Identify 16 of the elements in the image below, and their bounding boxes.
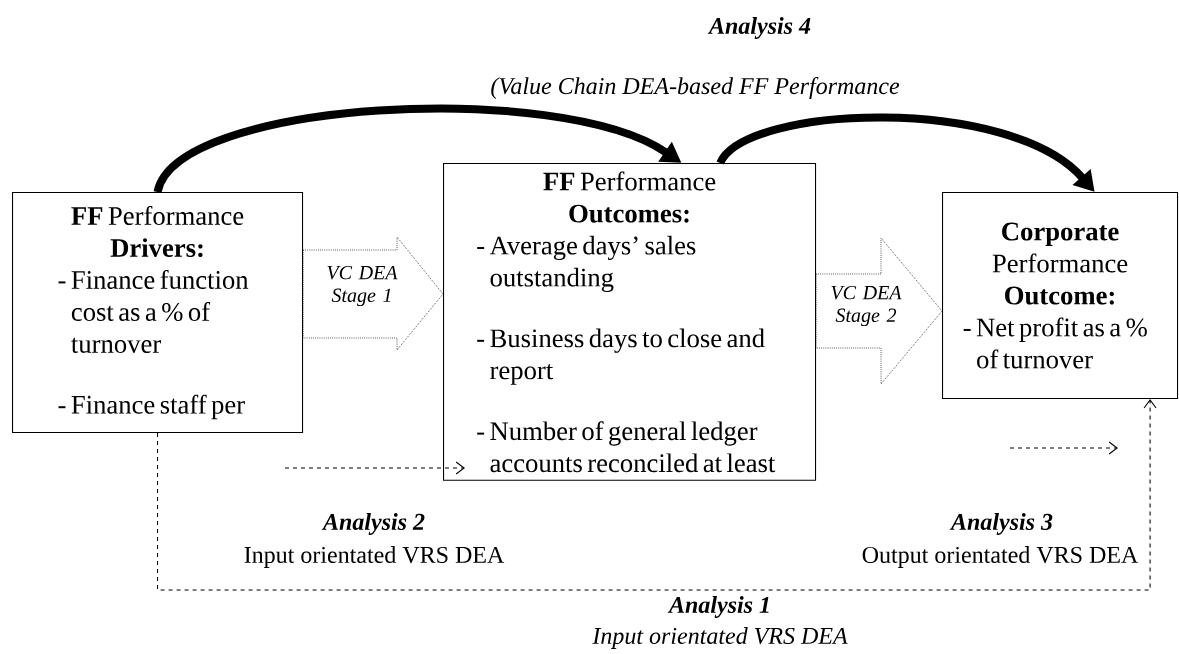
analysis-label: Analysis 2	[321, 513, 425, 535]
edge-label: VC DEA Stage 1	[327, 265, 398, 307]
edge-label: VC DEA Stage 2	[831, 285, 902, 327]
analysis-label: (Value Chain DEA-based FF Performance	[491, 77, 900, 99]
analysis-label: Output orientated VRS DEA	[862, 546, 1139, 568]
dashed-arrow	[157, 399, 1157, 591]
analysis-label: Input orientated VRS DEA	[592, 627, 848, 649]
block-arrow	[815, 237, 943, 385]
text-box: FF Performance Outcomes: - Average days’ sales outstanding - Business days to close and report - Number of general ledger accounts reconciled at least	[443, 163, 817, 481]
analysis-label: Analysis 3	[949, 513, 1053, 535]
analysis-label: Analysis 4	[707, 17, 811, 39]
block-arrow	[302, 236, 444, 351]
text-box: Corporate Performance Outcome: - Net profit as a % of turnover	[942, 192, 1179, 400]
analysis-label: Analysis 1	[667, 596, 769, 618]
text-box: FF Performance Drivers: - Finance function cost as a % of turnover - Finance staff per	[12, 192, 304, 434]
analysis-label: Input orientated VRS DEA	[244, 546, 505, 568]
